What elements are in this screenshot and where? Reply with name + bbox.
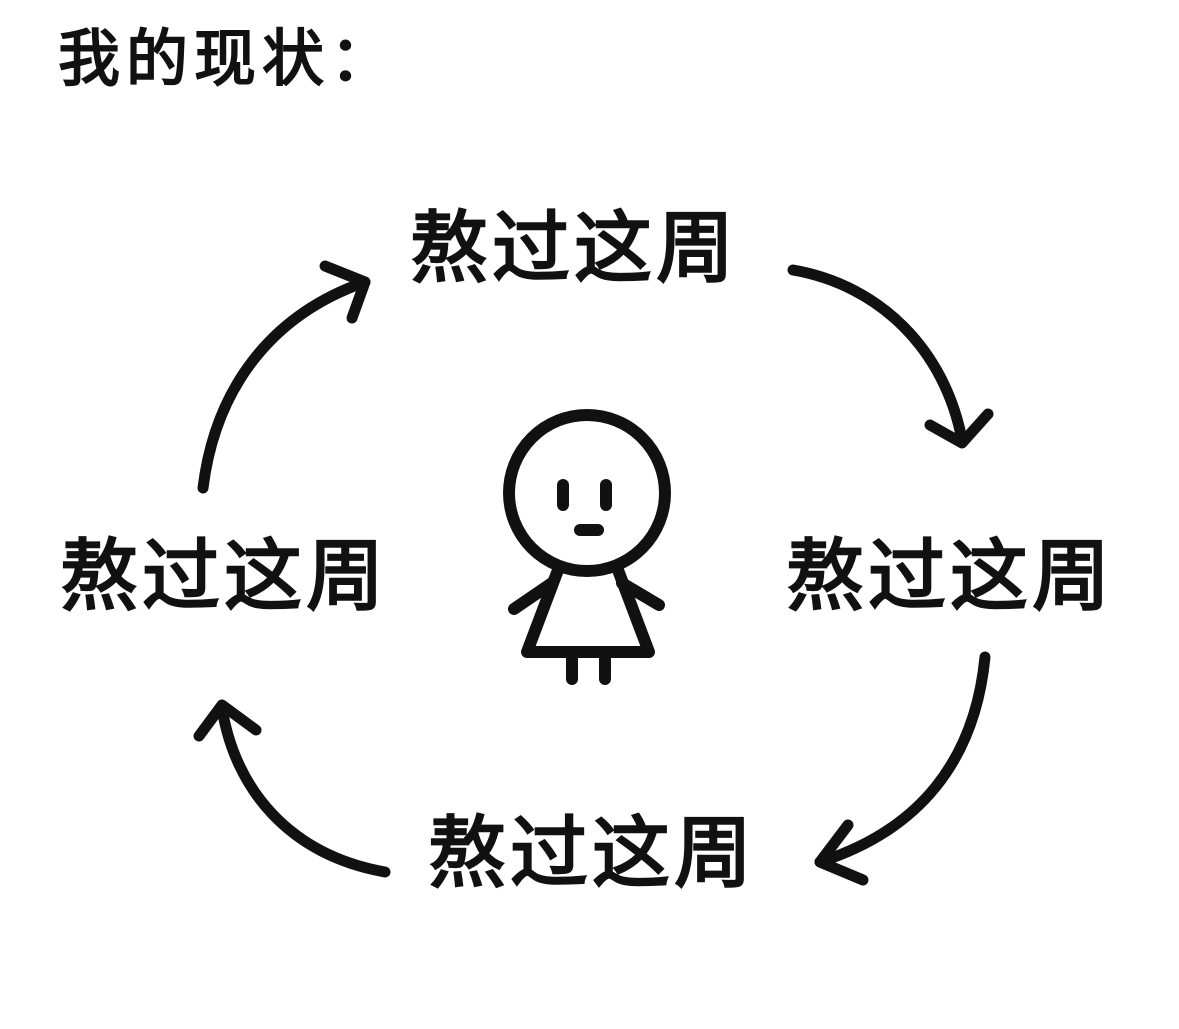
stick-person-icon: [503, 409, 671, 685]
person-dress: [521, 564, 655, 658]
cycle-node-bottom: 熬过这周: [428, 809, 757, 899]
person-left-arm: [508, 577, 558, 615]
arrow-right-to-bottom: [814, 651, 991, 886]
person-head: [503, 409, 671, 577]
arrow-left-to-top: [197, 260, 371, 494]
arrow-bottom-to-left: [193, 699, 391, 878]
cycle-node-left: 熬过这周: [60, 532, 389, 622]
person-right-arm: [616, 577, 665, 611]
cycle-node-top: 熬过这周: [410, 204, 739, 294]
title-text: 我的现状：: [58, 22, 399, 95]
cycle-node-right: 熬过这周: [786, 532, 1115, 622]
arrow-top-to-right: [787, 264, 994, 449]
